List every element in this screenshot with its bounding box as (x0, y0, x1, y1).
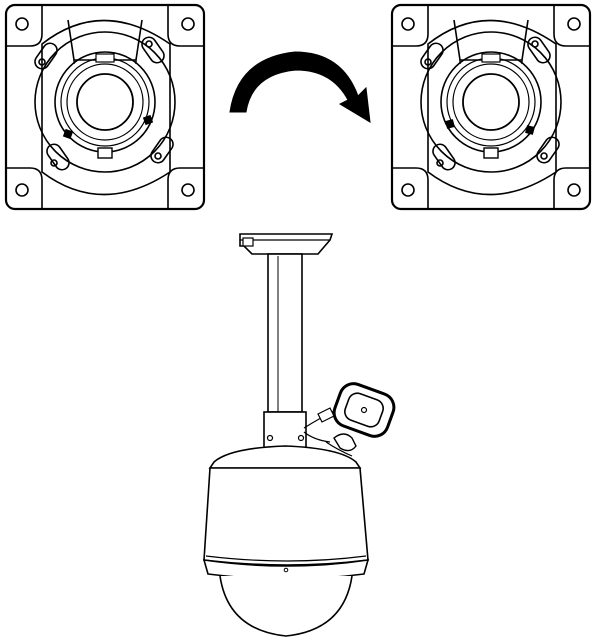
housing-body (203, 467, 369, 566)
lock-tab-left (445, 119, 455, 129)
rotate-clockwise-icon (229, 51, 371, 123)
housing-cover (208, 445, 362, 469)
camera-dome (219, 575, 353, 637)
safety-carabiner-top (317, 407, 335, 423)
pole-collar (263, 411, 307, 449)
ceiling-mount-bracket (239, 233, 334, 255)
camera-assembly (202, 233, 396, 637)
tether-plate (332, 382, 396, 438)
bracket-after-rotation (390, 3, 592, 211)
rotation-arrow (229, 51, 371, 123)
lock-tab-right (142, 114, 154, 126)
lock-tab-left (62, 128, 74, 140)
lock-tab-right (525, 125, 535, 135)
bracket-before-rotation (4, 3, 206, 211)
pendant-pole (267, 253, 303, 413)
safety-carabiner-bottom (333, 433, 357, 452)
